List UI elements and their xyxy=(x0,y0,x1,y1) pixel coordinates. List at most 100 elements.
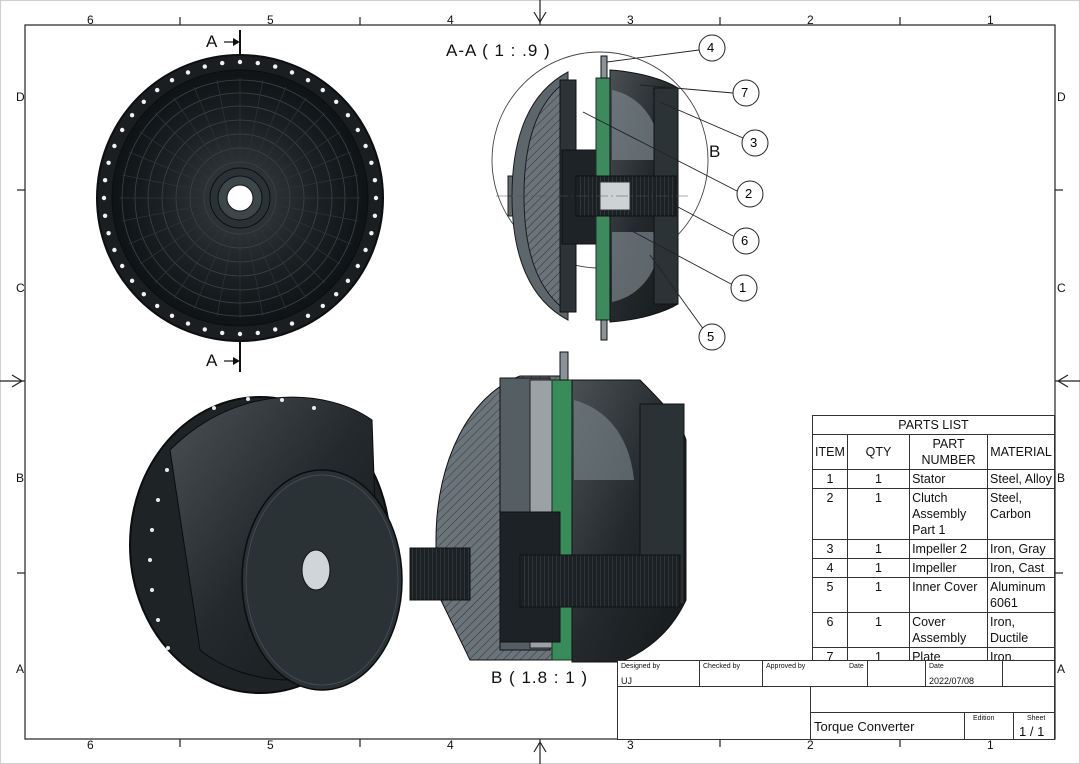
zone-row-label: C xyxy=(1057,281,1066,295)
tb-checked-cell: Checked by xyxy=(699,660,763,687)
tb-approved-date-cell xyxy=(867,660,926,687)
balloon-1 xyxy=(730,274,758,302)
edition-label: Edition xyxy=(973,715,995,722)
zone-row-label: D xyxy=(1057,90,1066,104)
table-row: 6 1 Cover Assembly Iron, Ductile xyxy=(812,612,1055,648)
zone-row-label: D xyxy=(16,90,25,104)
front-view xyxy=(96,54,384,342)
sheet-label: Sheet xyxy=(1027,715,1046,722)
cell-part: Cover Assembly xyxy=(909,612,989,648)
cell-item: 2 xyxy=(812,488,848,540)
tb-upper-right-cell xyxy=(810,686,1055,713)
cell-material: Iron, Ductile xyxy=(987,612,1055,648)
balloon-7 xyxy=(732,79,760,107)
zone-row-label: A xyxy=(1057,662,1066,676)
cell-qty: 1 xyxy=(846,577,911,613)
cut-marker-bottom: A xyxy=(206,351,218,370)
cell-item: 5 xyxy=(812,577,848,613)
tb-sheet-cell: Sheet 1 / 1 xyxy=(1013,712,1055,740)
cell-material: Steel, Alloy xyxy=(987,469,1055,489)
date-label: Date xyxy=(929,663,944,670)
zone-col-label: 5 xyxy=(267,13,274,27)
leader-lines xyxy=(582,49,744,331)
parts-list-table: PARTS LIST ITEM QTY PART NUMBER MATERIAL… xyxy=(812,415,1055,683)
table-row: 4 1 Impeller Iron, Cast xyxy=(812,558,1055,578)
approved-by-label: Approved by xyxy=(766,663,806,670)
designed-by-value: UJ xyxy=(621,676,632,686)
cut-marker-top: A xyxy=(206,32,218,51)
balloon-number: 6 xyxy=(741,233,749,248)
zone-row-label: B xyxy=(16,471,25,485)
zone-row-label: B xyxy=(1057,471,1066,485)
tb-edition-cell: Edition xyxy=(964,712,1014,740)
cell-qty: 1 xyxy=(846,539,911,559)
zone-col-label: 1 xyxy=(987,738,994,752)
detail-view-label: B ( 1.8 : 1 ) xyxy=(491,668,589,687)
zone-col-label: 5 xyxy=(267,738,274,752)
tb-title-cell: Torque Converter xyxy=(810,712,965,740)
zone-col-label: 3 xyxy=(627,738,634,752)
cell-material: Aluminum 6061 xyxy=(987,577,1055,613)
balloon-number: 1 xyxy=(739,280,747,295)
zone-col-label: 6 xyxy=(87,738,94,752)
zone-col-label: 6 xyxy=(87,13,94,27)
zone-col-label: 2 xyxy=(807,738,814,752)
isometric-view xyxy=(129,396,403,694)
cell-qty: 1 xyxy=(846,558,911,578)
balloon-number: 7 xyxy=(741,85,749,100)
tb-date-cell: Date 2022/07/08 xyxy=(925,660,1003,687)
sheet-value: 1 / 1 xyxy=(1019,724,1045,739)
zone-col-label: 4 xyxy=(447,13,454,27)
balloon-4 xyxy=(698,34,726,62)
parts-list-title: PARTS LIST xyxy=(812,415,1055,435)
cell-qty: 1 xyxy=(846,612,911,648)
zone-col-label: 3 xyxy=(627,13,634,27)
date-value: 2022/07/08 xyxy=(929,676,975,686)
cell-item: 3 xyxy=(812,539,848,559)
tb-blank-cell xyxy=(1002,660,1055,687)
zone-col-label: 4 xyxy=(447,738,454,752)
tb-approved-cell: Approved by Date xyxy=(762,660,868,687)
cell-qty: 1 xyxy=(846,488,911,540)
zone-ticks xyxy=(17,17,1063,747)
cell-material: Iron, Cast xyxy=(987,558,1055,578)
table-row: 5 1 Inner Cover Aluminum 6061 xyxy=(812,577,1055,613)
cell-item: 6 xyxy=(812,612,848,648)
header-qty: QTY xyxy=(846,434,911,470)
checked-by-label: Checked by xyxy=(703,663,740,670)
tb-logo-cell xyxy=(617,686,811,740)
cell-material: Steel, Carbon xyxy=(987,488,1055,540)
cell-item: 4 xyxy=(812,558,848,578)
tb-designed-cell: Designed by UJ xyxy=(617,660,700,687)
balloon-number: 3 xyxy=(750,135,758,150)
cell-part: Stator xyxy=(909,469,989,489)
zone-col-label: 1 xyxy=(987,13,994,27)
header-part-number: PART NUMBER xyxy=(909,434,989,470)
cell-item: 1 xyxy=(812,469,848,489)
zone-col-label: 2 xyxy=(807,13,814,27)
title-block: Designed by UJ Checked by Approved by Da… xyxy=(617,660,1055,740)
balloon-5 xyxy=(698,323,726,351)
drawing-title: Torque Converter xyxy=(814,719,915,734)
date-label: Date xyxy=(849,663,864,670)
cell-material: Iron, Gray xyxy=(987,539,1055,559)
section-view-label: A-A ( 1 : .9 ) xyxy=(446,41,551,60)
cell-part: Impeller xyxy=(909,558,989,578)
zone-row-label: C xyxy=(16,281,25,295)
balloon-2 xyxy=(736,180,764,208)
balloon-3 xyxy=(741,129,769,157)
cell-qty: 1 xyxy=(846,469,911,489)
cell-part: Inner Cover xyxy=(909,577,989,613)
table-row: 3 1 Impeller 2 Iron, Gray xyxy=(812,539,1055,559)
balloon-6 xyxy=(732,227,760,255)
balloon-number: 2 xyxy=(745,186,753,201)
balloon-number: 4 xyxy=(707,40,715,55)
table-row: 2 1 Clutch Assembly Part 1 Steel, Carbon xyxy=(812,488,1055,540)
cell-part: Impeller 2 xyxy=(909,539,989,559)
detail-marker: B xyxy=(709,142,721,161)
header-item: ITEM xyxy=(812,434,848,470)
